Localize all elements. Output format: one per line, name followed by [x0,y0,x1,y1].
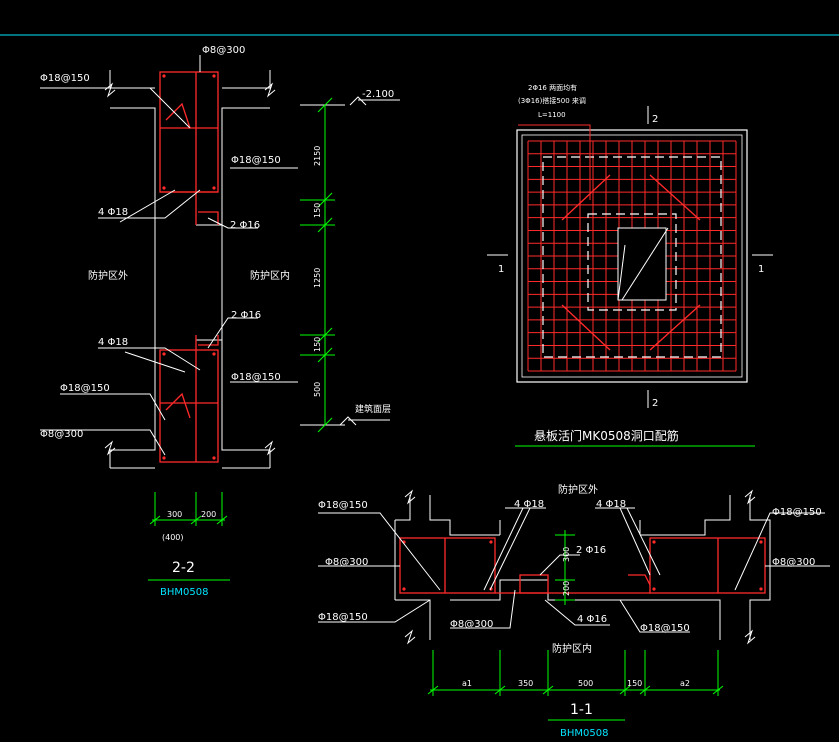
plan-note-line1: 2Φ16 两面均有 [528,83,577,92]
label-right-bar-bottom: Φ18@150 [231,372,281,383]
dim-h-a2: a2 [680,679,690,688]
label-floor-note: 建筑面层 [355,403,391,415]
dim-v-1250: 1250 [313,268,322,288]
label-2phi16-mid: 2 Φ16 [576,545,606,556]
label-outside: 防护区外 [88,269,128,282]
cut-mark-bottom: 2 [652,398,658,409]
label-2phi16-bottom: 2 Φ16 [231,310,261,321]
label-left-4phi18: 4 Φ18 [514,499,544,510]
dim-v-150-top: 150 [313,203,322,218]
cut-mark-left: 1 [498,264,504,275]
cut-mark-right: 1 [758,264,764,275]
label-top-left-bar: Φ18@150 [40,73,90,84]
section-2-2-title: 2-2 [172,560,195,576]
label-4phi18-bottom: 4 Φ18 [98,337,128,348]
label-inside-bottom: 防护区内 [552,642,592,655]
label-right-4phi18: 4 Φ18 [596,499,626,510]
plan-note-line3: L=1100 [538,111,566,119]
label-4phi18-top: 4 Φ18 [98,207,128,218]
label-outside-top: 防护区外 [558,483,598,496]
section-1-1-title: 1-1 [570,702,593,718]
dim-h-150: 150 [627,679,642,688]
label-inside: 防护区内 [250,269,290,282]
section-1-1 [318,489,830,721]
label-right-bar-top: Φ18@150 [231,155,281,166]
dim-h-500: 500 [578,679,593,688]
label-left-stirrup: Φ8@300 [325,557,368,568]
label-elevation: -2.100 [362,89,394,100]
dim-h-200: 200 [201,510,216,519]
label-right-stirrup: Φ8@300 [772,557,815,568]
section-1-1-code: BHM0508 [560,728,608,739]
label-right-bar-bottom: Φ18@150 [640,623,690,634]
dim-v-200: 200 [562,581,571,596]
plan-note-line2: (3Φ16)搭接500 来调 [518,96,586,105]
label-bottom-stirrup: Φ8@300 [40,429,83,440]
dim-note-400: (400) [162,533,184,542]
label-2phi16-top: 2 Φ16 [230,220,260,231]
dim-h-a1: a1 [462,679,472,688]
door-opening-plan [487,106,773,447]
plan-title: 悬板活门MK0508洞口配筋 [534,428,679,443]
label-4phi16-right: 4 Φ16 [577,614,607,625]
section-1-1-labels: 防护区外 Φ18@150 4 Φ18 4 Φ18 Φ18@150 Φ8@300 … [318,483,822,739]
cut-mark-top: 2 [652,114,658,125]
section-2-2-code: BHM0508 [160,587,208,598]
label-right-bar-top: Φ18@150 [772,507,822,518]
dim-v-150-bottom: 150 [313,337,322,352]
label-top-stirrup: Φ8@300 [202,45,245,56]
section-2-2-labels: Φ8@300 Φ18@150 -2.100 Φ18@150 4 Φ18 2 Φ1… [40,45,394,598]
plan-labels: 2Φ16 两面均有 (3Φ16)搭接500 来调 L=1100 2 2 1 1 … [498,83,764,443]
dim-v-300: 300 [562,547,571,562]
label-left-bar-bottom: Φ18@150 [60,383,110,394]
dim-v-500: 500 [313,382,322,397]
label-left-bar-bottom: Φ18@150 [318,612,368,623]
section-2-2 [40,55,400,581]
dim-h-300: 300 [167,510,182,519]
dim-v-2150: 2150 [313,146,322,166]
label-left-bar-top: Φ18@150 [318,500,368,511]
dim-h-350: 350 [518,679,533,688]
label-center-stirrup: Φ8@300 [450,619,493,630]
